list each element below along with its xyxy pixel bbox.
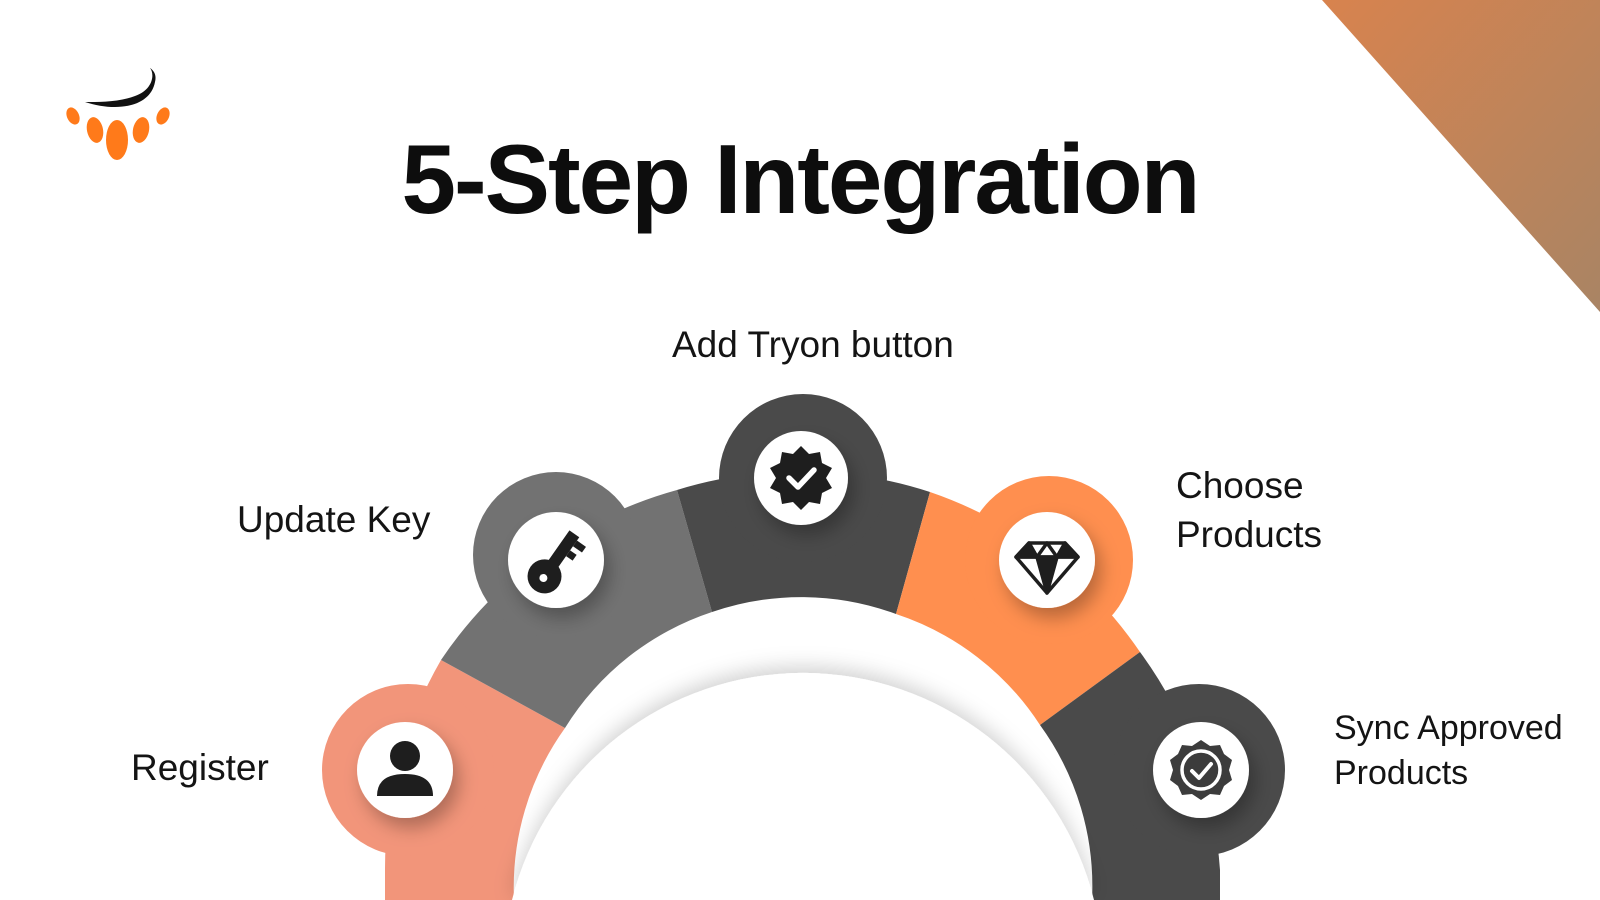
check-badge-icon bbox=[1170, 740, 1232, 800]
step-add-tryon-icon-disc bbox=[754, 431, 848, 525]
step-label-line: Products bbox=[1334, 753, 1469, 792]
wheel-center bbox=[512, 672, 1094, 900]
brand-logo bbox=[66, 68, 170, 160]
key-icon bbox=[527, 530, 586, 594]
step-register-icon-disc bbox=[357, 722, 453, 818]
step-sync-products-icon-disc bbox=[1153, 722, 1249, 818]
step-label-line: Sync Approved bbox=[1334, 709, 1563, 747]
step-label-line: Add Tryon button bbox=[672, 324, 954, 365]
step-label-register: Register bbox=[131, 744, 269, 793]
diamond-icon bbox=[1014, 541, 1080, 595]
verified-badge-icon bbox=[770, 446, 832, 510]
user-icon bbox=[377, 741, 433, 796]
step-label-line: Register bbox=[131, 747, 269, 788]
step-label-add-tryon: Add Tryon button bbox=[672, 321, 954, 370]
step-update-key-icon-disc bbox=[508, 512, 604, 608]
step-label-line: Update Key bbox=[237, 499, 431, 540]
page-title: 5-Step Integration bbox=[401, 124, 1200, 234]
step-label-choose-products: Choose Products bbox=[1176, 462, 1322, 560]
step-label-line: Products bbox=[1176, 513, 1323, 555]
step-choose-products-icon-disc bbox=[999, 512, 1095, 608]
step-label-update-key: Update Key bbox=[237, 496, 430, 545]
step-label-line: Choose bbox=[1176, 465, 1304, 506]
step-label-sync-products: Sync Approved Products bbox=[1334, 706, 1563, 796]
